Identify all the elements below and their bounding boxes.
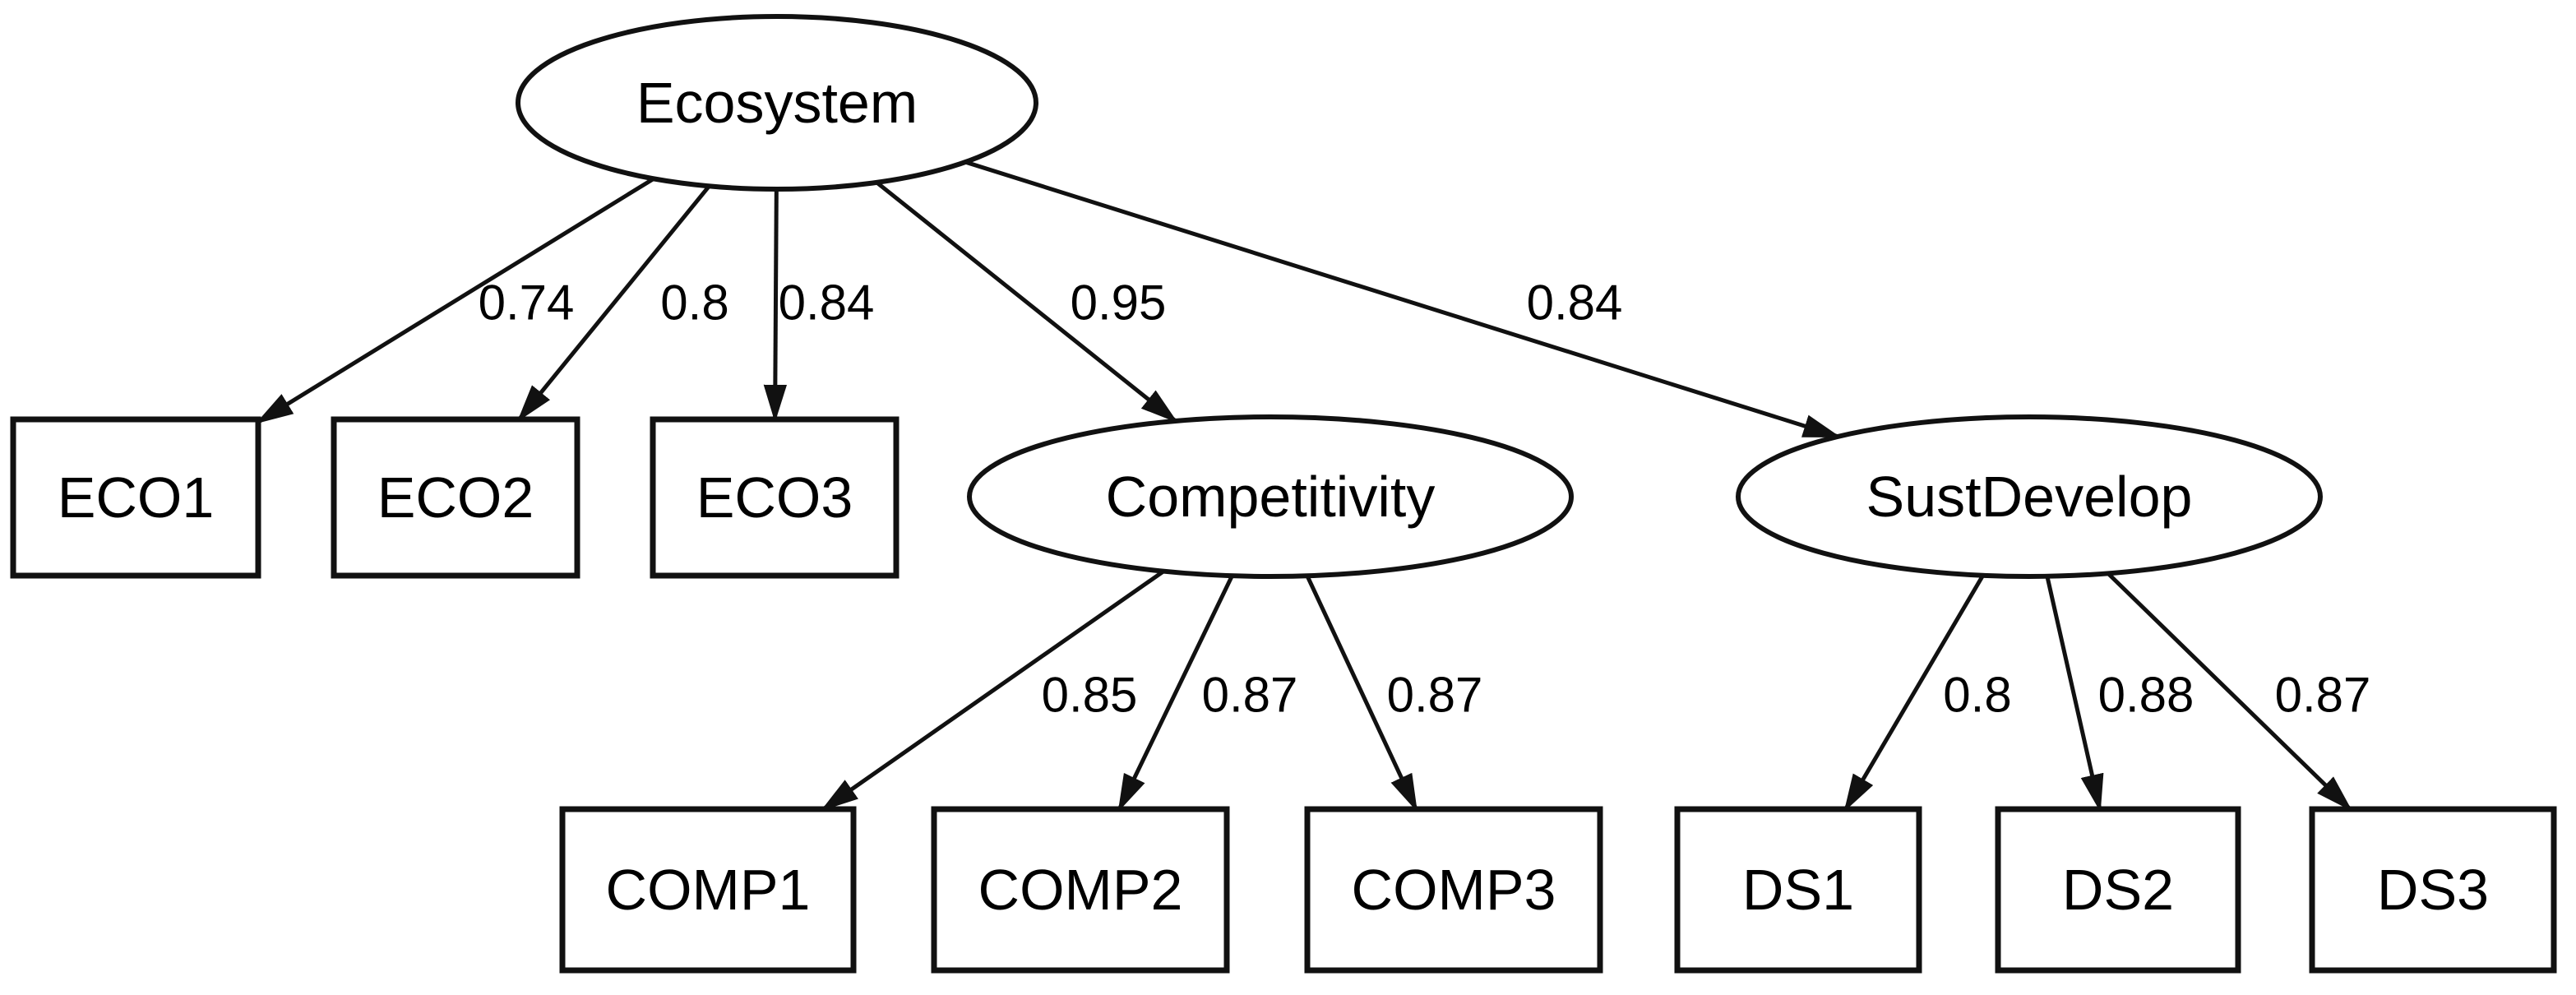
latent-ellipse-shape — [967, 414, 1574, 579]
edge-sustdevelop-ds1 — [1843, 574, 1985, 812]
node-label: SustDevelop — [1866, 465, 2193, 529]
node-eco2: ECO2 — [331, 416, 580, 579]
indicator-rect-shape — [1674, 806, 1922, 974]
edge-sustdevelop-ds3 — [2107, 572, 2353, 812]
edge-weight-sustdevelop-ds3: 0.87 — [2275, 668, 2371, 723]
edge-ecosystem-eco2 — [516, 184, 711, 422]
node-eco3: ECO3 — [650, 416, 900, 579]
edge-ecosystem-eco3 — [763, 188, 788, 423]
node-label: ECO2 — [377, 465, 534, 530]
edge-weight-competitivity-comp3: 0.87 — [1387, 668, 1483, 723]
indicator-rect-shape — [2309, 806, 2557, 974]
edge-weight-ecosystem-eco1: 0.74 — [479, 275, 575, 331]
edge-weight-sustdevelop-ds1: 0.8 — [1943, 668, 2011, 723]
indicator-rect-shape — [931, 806, 1230, 974]
edge-competitivity-comp3 — [1305, 575, 1418, 812]
node-label: DS2 — [2062, 858, 2174, 922]
edge-ecosystem-competitivity — [875, 180, 1178, 423]
edge-weight-ecosystem-sustdevelop: 0.84 — [1527, 275, 1623, 331]
node-label: ECO3 — [696, 465, 853, 530]
edge-weight-ecosystem-competitivity: 0.95 — [1071, 275, 1167, 331]
edge-sustdevelop-ds2 — [2045, 576, 2104, 812]
node-comp3: COMP3 — [1304, 806, 1603, 974]
node-label: Competitivity — [1106, 465, 1436, 529]
node-label: DS3 — [2377, 858, 2489, 922]
indicator-rect-shape — [1995, 806, 2241, 974]
edge-weight-sustdevelop-ds2: 0.88 — [2098, 668, 2194, 723]
edge-weight-ecosystem-eco3: 0.84 — [779, 275, 875, 331]
node-label: COMP2 — [978, 858, 1183, 922]
edge-ecosystem-sustdevelop — [964, 160, 1842, 439]
node-ds3: DS3 — [2309, 806, 2557, 974]
node-comp1: COMP1 — [559, 806, 857, 974]
node-ds2: DS2 — [1995, 806, 2241, 974]
node-eco1: ECO1 — [10, 416, 261, 579]
indicator-rect-shape — [331, 416, 580, 579]
edge-weight-competitivity-comp2: 0.87 — [1202, 668, 1298, 723]
node-label: ECO1 — [58, 465, 215, 530]
indicator-rect-shape — [650, 416, 900, 579]
latent-ellipse-shape — [1736, 414, 2323, 579]
edge-competitivity-comp2 — [1117, 575, 1234, 812]
indicator-rect-shape — [10, 416, 261, 579]
node-competitivity: Competitivity — [967, 414, 1574, 579]
node-ecosystem: Ecosystem — [516, 14, 1038, 192]
edge-weight-ecosystem-eco2: 0.8 — [660, 275, 728, 331]
node-label: COMP1 — [606, 858, 811, 922]
node-comp2: COMP2 — [931, 806, 1230, 974]
edge-ecosystem-eco1 — [255, 177, 655, 424]
node-label: Ecosystem — [636, 71, 918, 135]
indicator-rect-shape — [559, 806, 857, 974]
edge-competitivity-comp1 — [821, 569, 1165, 812]
latent-ellipse-shape — [516, 14, 1038, 192]
node-label: DS1 — [1742, 858, 1854, 922]
node-label: COMP3 — [1352, 858, 1556, 922]
edge-weight-competitivity-comp1: 0.85 — [1042, 668, 1138, 723]
indicator-rect-shape — [1304, 806, 1603, 974]
node-sustdevelop: SustDevelop — [1736, 414, 2323, 579]
node-ds1: DS1 — [1674, 806, 1922, 974]
